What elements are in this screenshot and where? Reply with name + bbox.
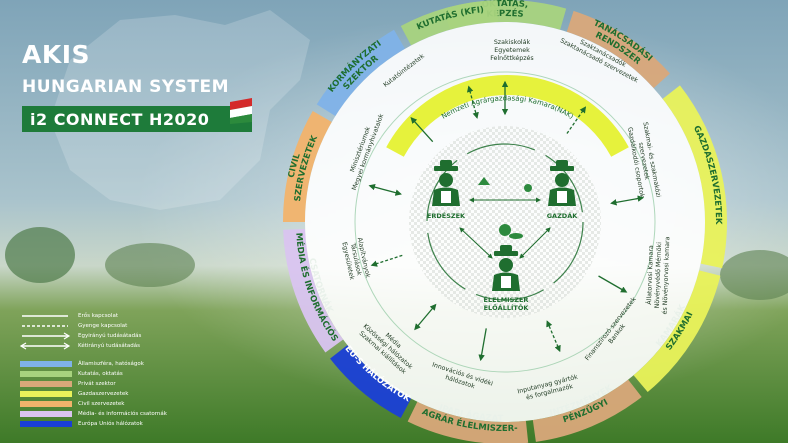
legend-label: Gazdaszervezetek	[78, 391, 129, 397]
actor-link-2	[519, 227, 551, 259]
ring-segment-3	[633, 270, 721, 393]
actor-erdeszek-label: ERDÉSZEK	[427, 211, 466, 220]
legend-label: Gyenge kapcsolat	[78, 323, 128, 329]
connection-arrow-10	[466, 85, 479, 119]
ring-segment-7	[283, 228, 344, 353]
actor-elelmiszer-label: ELŐÁLLÍTÓK	[484, 303, 530, 312]
connection-arrow-5	[478, 328, 487, 362]
ring-segment-6	[330, 345, 412, 419]
gazda-icon	[548, 160, 576, 206]
legend-label: Média- és információs csatornák	[78, 411, 167, 417]
connection-arrow-4	[546, 320, 561, 353]
ring-segments: OKTATÁS,KÉPZÉSTANÁCSADÁSIRENDSZERGAZDASZ…	[283, 0, 727, 443]
title-line-1: AKIS	[22, 40, 91, 69]
legend-label: Kutatás, oktatás	[78, 371, 123, 377]
ring-segment-1	[566, 10, 670, 89]
elelmiszer-icon	[492, 245, 520, 291]
legend-swatch	[20, 371, 72, 377]
actor-gazdak-label: GAZDÁK	[547, 211, 579, 220]
svg-text:Állatorvosi Kamara: Állatorvosi Kamara	[644, 245, 655, 305]
legend-line-icon	[22, 332, 71, 340]
center-area	[409, 126, 601, 318]
legend-swatch	[20, 401, 72, 407]
legend-label: Civil szervezetek	[78, 401, 125, 407]
actor-link-1	[459, 227, 493, 259]
ring-segment-4	[532, 379, 642, 442]
title-line-2: HUNGARIAN SYSTEM	[22, 77, 230, 97]
legend-label: Európa Uniós hálózatok	[78, 421, 143, 427]
ring-segment-10	[400, 0, 499, 46]
actor-elelmiszer-label: ÉLELMISZER	[484, 295, 529, 304]
hungarian-flag-icon	[230, 98, 252, 124]
connection-arrow-3	[598, 275, 628, 293]
connection-arrow-9	[410, 116, 434, 143]
svg-text:Egyetemek: Egyetemek	[494, 47, 530, 54]
legend-swatch	[20, 361, 72, 367]
legend-label: Privát szektor	[78, 381, 116, 387]
legend-line-icon	[22, 315, 68, 317]
title-block: AKIS HUNGARIAN SYSTEM i2 CONNECT H2020	[22, 42, 252, 132]
legend-swatch	[20, 421, 72, 427]
legend-label: Erős kapcsolat	[78, 313, 118, 319]
connection-arrow-1	[566, 106, 587, 134]
legend-label: Egyirányú tudásátadás	[78, 333, 142, 339]
connection-arrow-6	[414, 303, 437, 331]
ring-segment-8	[283, 111, 332, 222]
legend-swatch	[20, 411, 72, 417]
legend-label: Kétirányú tudásátadás	[78, 343, 141, 349]
connection-arrow-7	[370, 254, 403, 267]
connection-arrow-2	[610, 195, 645, 206]
ring-segment-9	[316, 29, 405, 117]
center-cycle-ring	[426, 143, 584, 301]
connection-arrow-8	[368, 183, 402, 196]
ring-segment-5	[407, 401, 529, 443]
erdesz-icon	[432, 160, 460, 206]
inner-ring-line	[354, 71, 656, 373]
legend-line-icon	[22, 325, 68, 327]
title-bar: i2 CONNECT H2020	[22, 106, 252, 132]
legend-swatch	[20, 391, 72, 397]
title-line-3: i2 CONNECT H2020	[30, 109, 210, 129]
legend-label: Államiszféra, hatóságok	[78, 361, 144, 367]
svg-text:Szakiskolák: Szakiskolák	[494, 38, 531, 46]
legend-swatch	[20, 381, 72, 387]
svg-text:Felnőttképzés: Felnőttképzés	[490, 53, 533, 62]
connection-arrows	[368, 80, 645, 362]
ring-label-0: OKTATÁS,	[481, 0, 528, 10]
ring-segment-2	[662, 85, 727, 269]
svg-text:és Növényorvosi kamara: és Növényorvosi kamara	[661, 236, 672, 314]
legend-line-icon	[20, 342, 71, 350]
svg-text:Növényvédő Mérnöki: Növényvédő Mérnöki	[652, 242, 663, 309]
